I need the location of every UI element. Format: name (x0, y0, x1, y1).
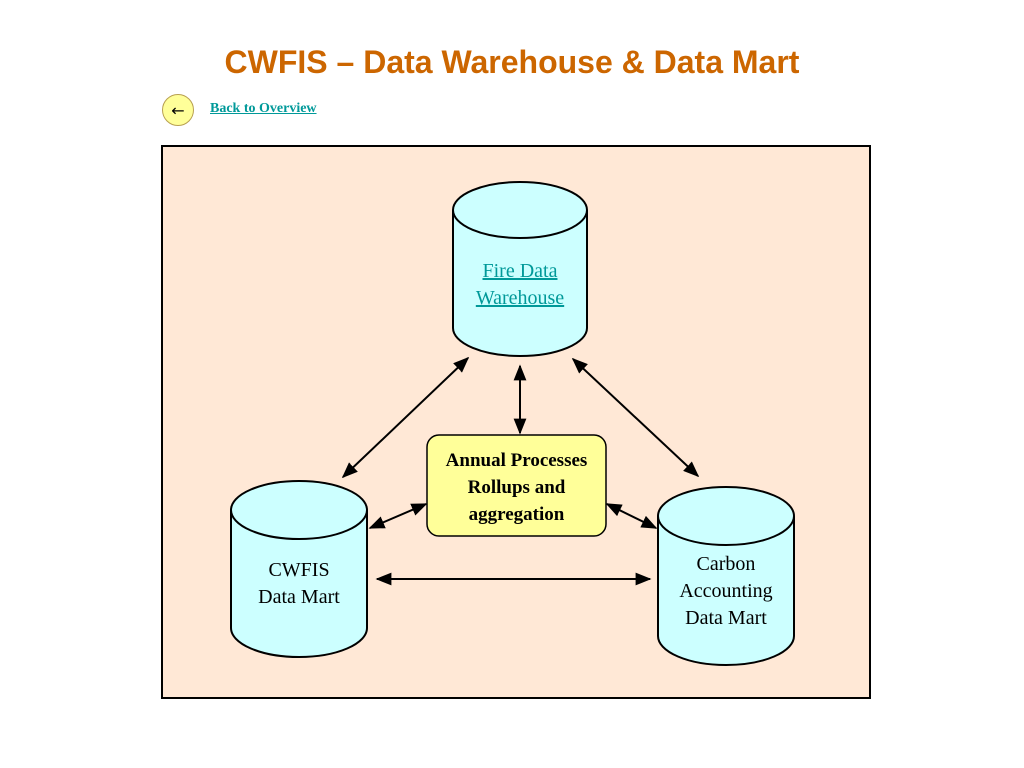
fire-data-warehouse-cylinder[interactable] (452, 181, 588, 357)
cwfis-label-line2: Data Mart (258, 586, 340, 608)
back-to-overview-link[interactable]: Back to Overview (210, 101, 317, 116)
carbon-accounting-label: Carbon Accounting Data Mart (658, 551, 794, 632)
fire-data-warehouse-link[interactable]: Fire Data Warehouse (453, 258, 587, 312)
annual-processes-box (426, 434, 607, 537)
process-label-line3: aggregation (468, 504, 565, 525)
back-button[interactable]: ← (162, 94, 194, 126)
warehouse-label-line1: Fire Data (482, 260, 558, 282)
process-label-line2: Rollups and (467, 477, 566, 498)
process-label-line1: Annual Processes (445, 450, 588, 471)
cwfis-data-mart-label: CWFIS Data Mart (231, 557, 367, 611)
arrow-warehouse-carbon (571, 357, 700, 478)
arrow-left-icon: ← (171, 100, 185, 120)
warehouse-label-line2: Warehouse (475, 287, 565, 309)
carbon-label-line3: Data Mart (685, 607, 767, 629)
page-title: CWFIS – Data Warehouse & Data Mart (224, 44, 800, 80)
annual-processes-label: Annual Processes Rollups and aggregation (427, 447, 606, 528)
cwfis-label-line1: CWFIS (268, 559, 330, 581)
carbon-label-line1: Carbon (696, 553, 756, 575)
carbon-accounting-data-mart-cylinder (657, 486, 795, 666)
arrow-warehouse-cwfis (341, 356, 470, 479)
cwfis-data-mart-cylinder (230, 480, 368, 658)
carbon-label-line2: Accounting (679, 580, 773, 602)
arrow-process-cwfis (368, 503, 428, 529)
arrow-process-carbon (605, 503, 658, 529)
